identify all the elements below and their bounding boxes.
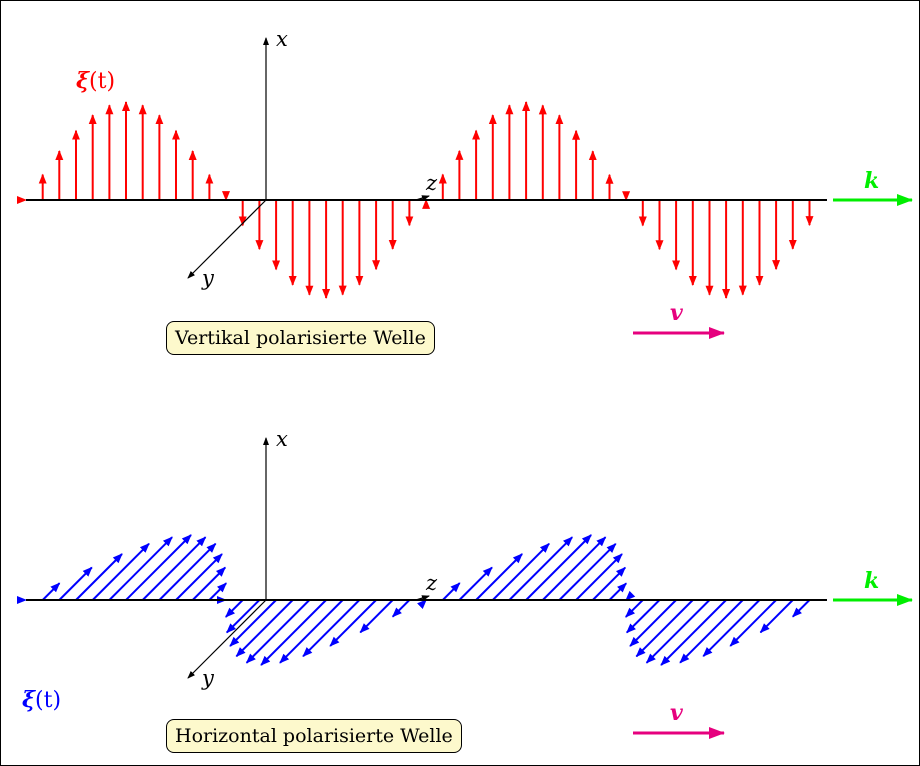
field-vector [592,566,626,601]
field-vector [442,582,461,601]
field-vector [225,599,244,618]
field-vector [75,553,123,601]
field-vector [158,542,217,601]
field-vector [729,599,777,647]
field-vector [608,582,627,601]
field-vector [226,599,261,634]
field-vector [175,553,223,601]
z-axis-arrow [415,595,430,601]
field-vector [558,543,617,601]
field-vector [191,566,226,601]
field-vector [629,599,677,647]
field-vector [635,599,694,658]
z-axis-label: z [425,171,438,195]
field-vector [508,536,573,601]
field-vector [759,599,794,634]
wave-vector-label: k [864,168,879,194]
y-axis [187,199,267,279]
field-vector [645,599,711,664]
field-vector [91,542,150,601]
panel-horizontal: x y z ξ(t) k v [22,427,913,739]
field-vector [245,599,311,664]
x-axis-label: x [276,27,288,51]
x-axis-label: x [276,427,288,451]
field-vector [679,599,744,664]
y-axis [187,599,267,679]
panel-vertical: x y z ξ(t) k v [26,27,913,339]
field-vector [626,599,661,634]
field-vector [125,534,192,601]
field-vector [475,553,523,601]
velocity-label: v [670,700,683,726]
field-vector [625,599,644,618]
field-vector [660,599,727,666]
z-axis-label: z [425,571,438,595]
field-vector [525,534,592,601]
field-vector [492,542,550,601]
field-vector [208,582,227,601]
field-vector [542,536,607,601]
field-vector [391,599,411,618]
field-vector [279,599,344,664]
wave-vector-label: k [864,568,879,594]
caption-vertical: Vertikal polarisierte Welle [166,321,435,355]
field-vector [41,582,61,601]
field-vector [235,599,294,658]
field-vector [260,599,327,666]
field-vector [229,599,277,647]
field-vector [329,599,377,647]
field-vector [108,536,173,601]
field-vector [58,566,93,601]
field-vector [458,566,493,601]
y-axis-label: y [201,666,215,690]
field-vector [302,599,361,658]
field-vector [141,536,207,601]
field-vector [792,599,811,618]
field-label-vertical: ξ(t) [76,68,115,94]
z-axis-arrow [415,195,430,201]
field-vectors-vertical [38,101,814,299]
field-vectors-horizontal [41,534,811,666]
velocity-label: v [670,300,683,326]
field-label-horizontal: ξ(t) [22,687,61,713]
caption-horizontal: Horizontal polarisierte Welle [166,719,462,753]
field-vector [702,599,761,657]
field-vector [359,599,394,634]
y-axis-label: y [201,266,215,290]
field-vector [575,553,623,601]
